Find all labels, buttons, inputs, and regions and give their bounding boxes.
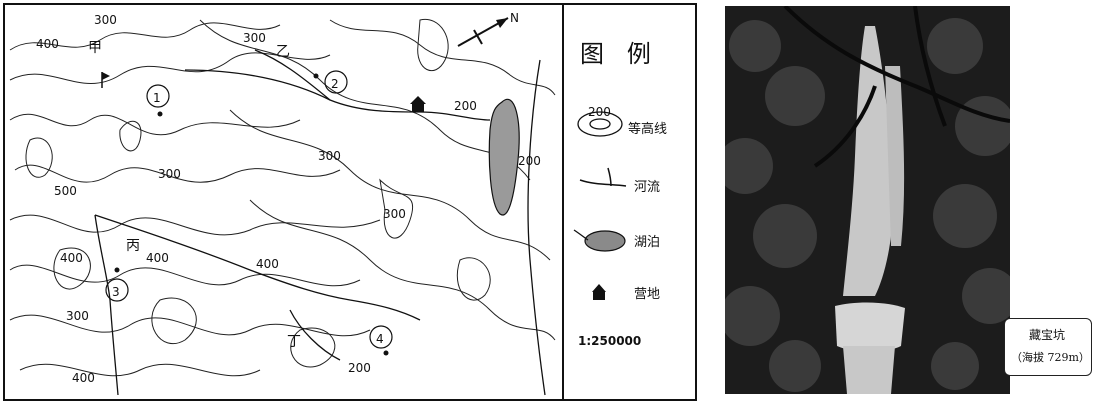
lake [488,98,520,216]
mark-bing: 丙 [126,238,140,254]
callout-title: 藏宝坑 [1029,328,1066,342]
mark-ding: 丁 [287,334,301,350]
river-symbol-icon [579,167,627,187]
site-circle-3 [105,278,129,302]
site-number: 2 [331,77,339,91]
map-scale: 1:250000 [578,334,641,348]
contour-label: 300 [243,31,266,45]
contour-label: 200 [348,361,371,375]
contour-label: 400 [256,257,279,271]
treasure-callout: 藏宝坑 （海拔 729m） [1004,318,1092,376]
site-dots [114,73,389,356]
site-circle-4 [369,325,393,349]
foliage [725,18,1010,392]
contour-label: 400 [36,37,59,51]
north-label: N [510,11,519,25]
contour-label: 400 [60,251,83,265]
contour-labels: 400 300 200 300 300 500 300 300 400 400 … [36,13,541,385]
contour-label: 500 [54,184,77,198]
site-numbers: 1 2 3 4 [112,77,384,346]
map-frame [3,3,697,401]
contour-symbol-icon [577,111,623,137]
legend-label-river: 河流 [634,180,660,195]
flag-icon [101,72,110,88]
site-number: 1 [153,91,161,105]
site-number: 4 [376,332,384,346]
legend-contour-value: 200 [588,105,611,119]
contour-label: 200 [518,154,541,168]
contour-lines [9,18,556,377]
legend-label-lake: 湖泊 [634,235,660,250]
contour-label: 200 [454,99,477,113]
legend-label-camp: 营地 [634,287,660,302]
rivers [94,49,546,396]
site-circle-1 [146,84,170,108]
mark-yi: 乙 [276,44,290,60]
lake-symbol-icon [573,229,626,252]
topographic-map-panel: N 400 300 200 300 300 500 300 300 400 40… [3,3,697,401]
mark-jia: 甲 [88,40,102,56]
north-arrow-icon [457,17,509,47]
legend: 图 例 200 等高线 河流 湖泊 营地 1:250000 [573,40,667,348]
tree-branches [783,6,1010,168]
waterfall [835,26,905,394]
contour-label: 300 [383,207,406,221]
contour-label: 400 [72,371,95,385]
contour-label: 300 [66,309,89,323]
contour-label: 300 [158,167,181,181]
waterfall-photo [725,6,1010,394]
location-marks: 甲 乙 丙 丁 [88,40,301,350]
camp-icon [410,96,426,112]
site-markers [105,70,393,349]
contour-label: 400 [146,251,169,265]
contour-label: 300 [318,149,341,163]
callout-elevation: （海拔 729m） [1011,351,1090,364]
site-number: 3 [112,285,120,299]
legend-label-contour: 等高线 [628,121,667,137]
site-circle-2 [324,70,348,94]
camp-symbol-icon [592,284,606,300]
contour-label: 300 [94,13,117,27]
legend-title: 图 例 [580,40,651,68]
